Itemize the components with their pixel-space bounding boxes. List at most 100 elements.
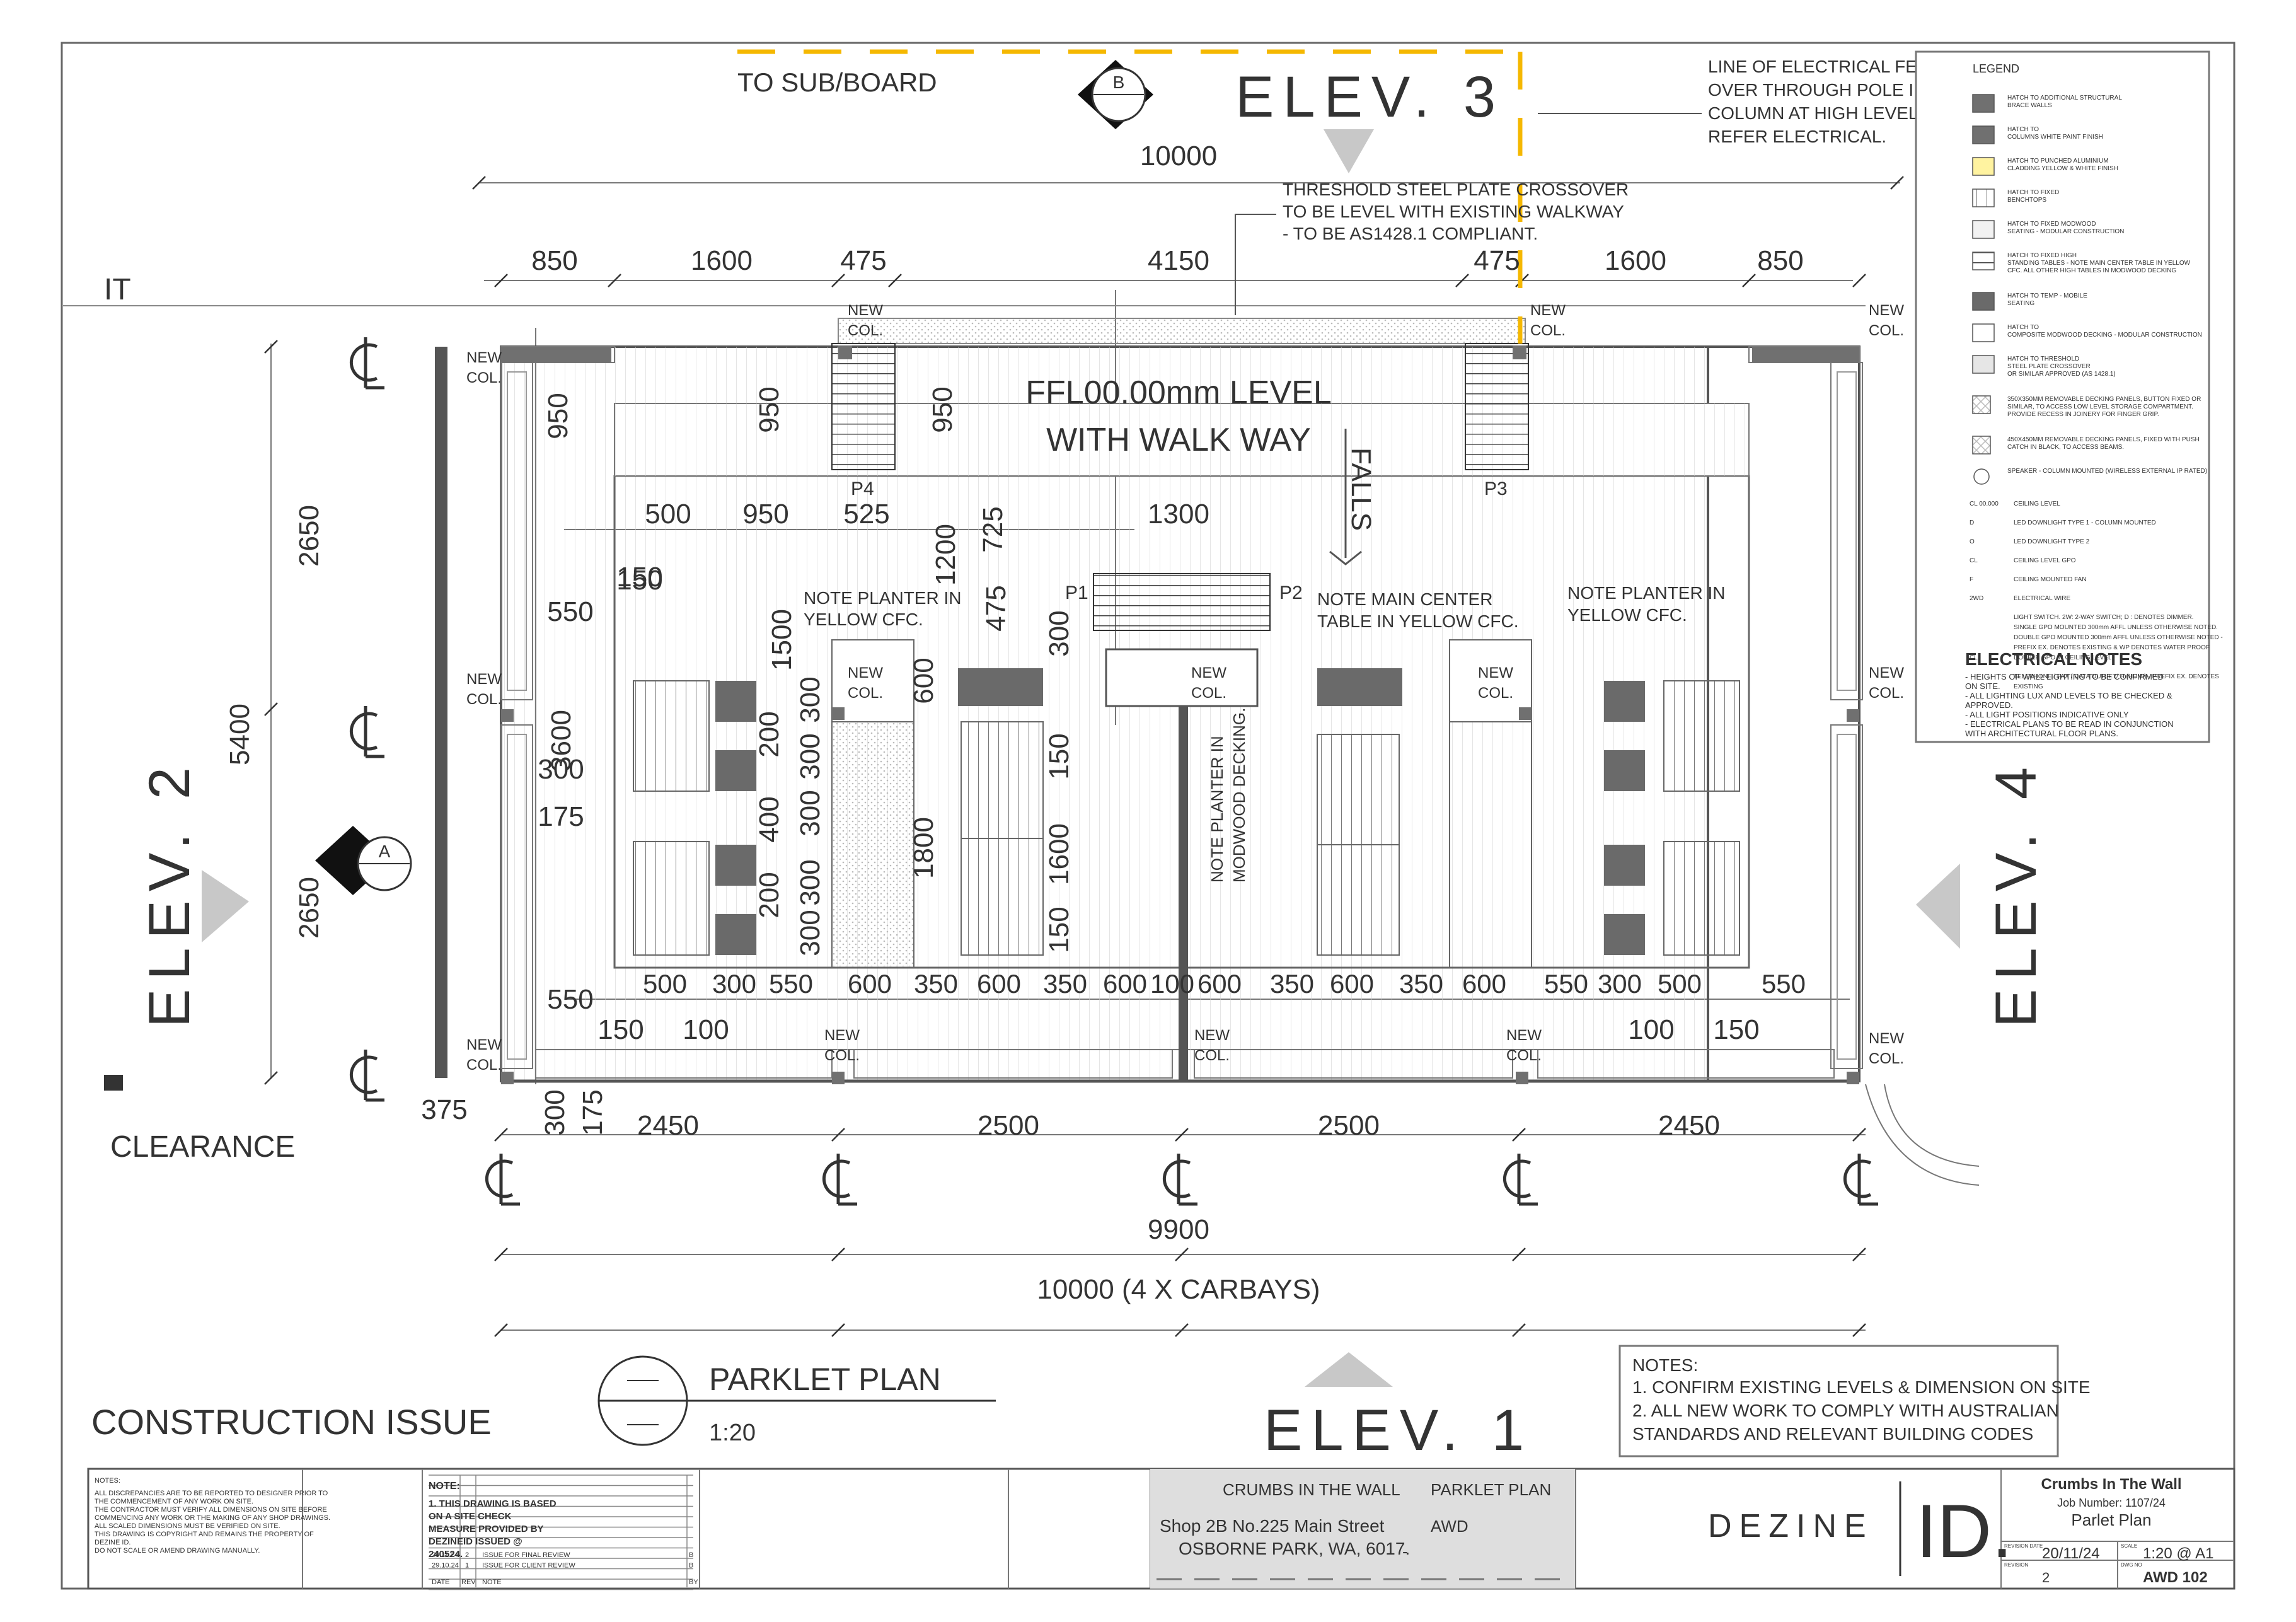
svg-text:NEW: NEW <box>466 671 502 688</box>
svg-text:ELECTRICAL NOTES: ELECTRICAL NOTES <box>1965 649 2142 669</box>
electrical-note: - ALL LIGHTING LUX AND LEVELS TO BE CHEC… <box>1965 691 2172 700</box>
svg-text:HATCH TO TEMP - MOBILE: HATCH TO TEMP - MOBILE <box>2007 293 2087 299</box>
svg-text:DOUBLE GPO MOUNTED 300mm AFFL: DOUBLE GPO MOUNTED 300mm AFFL UNLESS OTH… <box>2014 634 2223 641</box>
drawing-title: PARKLET PLAN 1:20 CONSTRUCTION ISSUE <box>91 1355 996 1446</box>
dimension-text: 600 <box>848 969 892 999</box>
footer-note-line: ALL DISCREPANCIES ARE TO BE REPORTED TO … <box>95 1490 328 1497</box>
svg-text:OSBORNE PARK, WA, 6017.: OSBORNE PARK, WA, 6017. <box>1179 1539 1410 1558</box>
elev2-label: ELEV. 2 <box>137 758 202 1028</box>
dimension-text: 150 <box>1044 733 1075 779</box>
svg-text:BENCHTOPS: BENCHTOPS <box>2007 197 2046 204</box>
dimension-text: 375 <box>421 1094 467 1125</box>
dimension-text: 300 <box>795 733 826 779</box>
dimension-text: 300 <box>538 754 584 785</box>
svg-text:NEW: NEW <box>848 302 883 319</box>
footer-note-line: THIS DRAWING IS COPYRIGHT AND REMAINS TH… <box>95 1531 314 1538</box>
dimension-text: 150 <box>1044 907 1075 953</box>
dimension-text: 175 <box>577 1089 608 1135</box>
svg-text:CLADDING YELLOW & WHITE FINISH: CLADDING YELLOW & WHITE FINISH <box>2007 165 2118 172</box>
brand-wordmark: DEZINE <box>1708 1508 1874 1544</box>
svg-text:MODWOOD DECKING.: MODWOOD DECKING. <box>1230 708 1249 883</box>
svg-text:COL.: COL. <box>1194 1047 1230 1064</box>
svg-text:LED DOWNLIGHT TYPE 2: LED DOWNLIGHT TYPE 2 <box>2014 538 2090 545</box>
svg-text:LED DOWNLIGHT TYPE 1 - COLUMN: LED DOWNLIGHT TYPE 1 - COLUMN MOUNTED <box>2014 519 2156 526</box>
svg-text:COL.: COL. <box>466 1057 502 1074</box>
dimension-text: 4150 <box>1148 245 1209 276</box>
dimension-text: 9900 <box>1148 1214 1209 1245</box>
footer-note-line: ALL SCALED DIMENSIONS MUST BE VERIFIED O… <box>95 1522 280 1530</box>
elev3-label: ELEV. 3 <box>1235 65 1504 129</box>
dimension-text: 300 <box>539 1089 570 1135</box>
svg-text:HATCH TO FIXED: HATCH TO FIXED <box>2007 189 2059 196</box>
svg-text:SEATING: SEATING <box>2007 300 2034 307</box>
svg-text:P3: P3 <box>1484 478 1508 499</box>
svg-text:P1: P1 <box>1065 582 1088 603</box>
footer-note-line: DEZINE ID. <box>95 1539 130 1546</box>
svg-text:1:20: 1:20 <box>709 1420 756 1446</box>
svg-text:NEW: NEW <box>1869 302 1904 319</box>
site-note-line: MEASURE PROVIDED BY <box>429 1524 544 1534</box>
svg-text:HATCH TO FIXED MODWOOD: HATCH TO FIXED MODWOOD <box>2007 221 2096 228</box>
svg-text:REFER ELECTRICAL.: REFER ELECTRICAL. <box>1708 127 1886 146</box>
dimension-text: 100 <box>1150 969 1194 999</box>
parklet-structure <box>435 318 1863 1084</box>
svg-text:NEW: NEW <box>1194 1027 1230 1044</box>
dimension-text: 950 <box>543 393 574 439</box>
dimension-text: 600 <box>977 969 1021 999</box>
site-note-line: ON A SITE CHECK <box>429 1511 512 1522</box>
dimension-text: 500 <box>645 499 691 530</box>
svg-text:CRUMBS IN THE WALL: CRUMBS IN THE WALL <box>1223 1480 1400 1499</box>
svg-text:PREFIX EX. DENOTES EXISTING &: PREFIX EX. DENOTES EXISTING & WP DENOTES… <box>2014 644 2210 651</box>
svg-text:BRACE WALLS: BRACE WALLS <box>2007 102 2052 109</box>
dimension-text: 850 <box>1757 245 1803 276</box>
svg-text:- TO BE AS1428.1 COMPLIANT.: - TO BE AS1428.1 COMPLIANT. <box>1283 224 1538 243</box>
svg-text:COL.: COL. <box>824 1047 860 1064</box>
revision-cell: REV <box>461 1579 476 1586</box>
svg-text:DOUBLE GPO IN CEILING LEVEL: DOUBLE GPO IN CEILING LEVEL <box>2014 654 2112 661</box>
modwood-note: NOTE PLANTER IN MODWOOD DECKING. <box>1208 708 1249 883</box>
brand-mark: ID. <box>1916 1489 2012 1573</box>
dimension-text: 600 <box>1462 969 1506 999</box>
svg-text:HATCH TO PUNCHED ALUMINIUM: HATCH TO PUNCHED ALUMINIUM <box>2007 158 2109 165</box>
planter-right-note: NOTE PLANTER IN YELLOW CFC. <box>1567 583 1725 625</box>
dimension-text: 10000 <box>1140 141 1217 171</box>
dimension-text: 600 <box>1330 969 1374 999</box>
svg-text:PARKLET PLAN: PARKLET PLAN <box>709 1362 941 1397</box>
footer-title-block: NOTES:ALL DISCREPANCIES ARE TO BE REPORT… <box>87 1468 2235 1590</box>
svg-text:HATCH TO THRESHOLD: HATCH TO THRESHOLD <box>2007 356 2079 362</box>
dimension-text: 150 <box>597 1014 643 1045</box>
legend-symbol: EXISTING <box>2014 683 2043 690</box>
site-note-line: 1. THIS DRAWING IS BASED <box>429 1498 557 1509</box>
dimension-text: 150 <box>1713 1014 1759 1045</box>
svg-text:HATCH TO: HATCH TO <box>2007 126 2039 133</box>
dimension-text: 1600 <box>691 245 753 276</box>
svg-text:NEW: NEW <box>1530 302 1566 319</box>
elev1-label: ELEV. 1 <box>1264 1398 1533 1463</box>
svg-text:Parlet Plan: Parlet Plan <box>2071 1510 2151 1529</box>
electrical-note: WITH ARCHITECTURAL FLOOR PLANS. <box>1965 729 2118 738</box>
dimension-text: 300 <box>795 910 826 956</box>
center-table-note: NOTE MAIN CENTER TABLE IN YELLOW CFC. <box>1317 589 1518 631</box>
threshold-note: THRESHOLD STEEL PLATE CROSSOVER TO BE LE… <box>1235 180 1629 315</box>
svg-text:2: 2 <box>2042 1570 2050 1585</box>
revision-cell: ISSUE FOR FINAL REVIEW <box>482 1551 570 1559</box>
svg-text:350X350MM REMOVABLE DECKING PA: 350X350MM REMOVABLE DECKING PANELS, BUTT… <box>2007 396 2201 403</box>
dimension-text: 200 <box>754 711 785 757</box>
dimension-text: 475 <box>840 245 886 276</box>
notes-box: NOTES: 1. CONFIRM EXISTING LEVELS & DIME… <box>1618 1345 2091 1457</box>
centre-line-markers <box>349 337 1878 1206</box>
svg-text:CATCH IN BLACK, TO ACCESS BEAM: CATCH IN BLACK, TO ACCESS BEAMS. <box>2007 444 2124 451</box>
svg-text:NOTE MAIN CENTER: NOTE MAIN CENTER <box>1317 589 1492 609</box>
centre-line-icon <box>349 337 384 390</box>
dimension-text: 2500 <box>978 1110 1039 1141</box>
centre-line-icon <box>822 1154 857 1206</box>
elev1-arrow <box>1305 1352 1393 1387</box>
